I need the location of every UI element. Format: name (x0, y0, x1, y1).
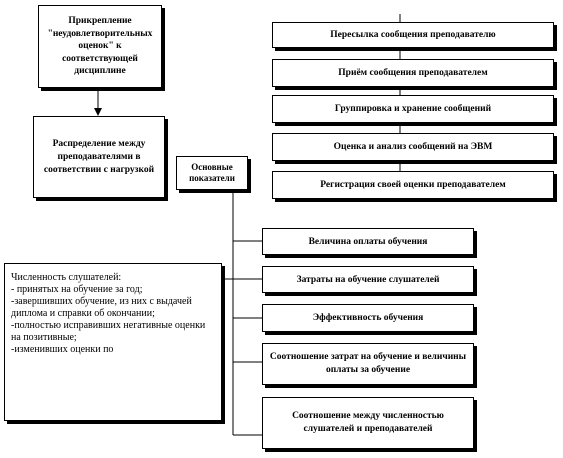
box-evaluate-analyze: Оценка и анализ сообщений на ЭВМ (272, 133, 554, 161)
box-student-count: Численность слушателей: - принятых на об… (4, 263, 222, 421)
box-forward-message: Пересылка сообщения преподавателю (272, 22, 554, 48)
box-training-costs: Затраты на обучение слушателей (262, 266, 474, 293)
box-main-indicators: Основные показатели (176, 156, 248, 190)
box-student-teacher-ratio: Соотношение между численностью слушателе… (262, 397, 474, 449)
arrow-head-icon (94, 108, 102, 116)
box-attach-ratings: Прикрепление "неудовлетворительных оцено… (38, 5, 162, 88)
box-distribute: Распределение между преподавателями в со… (33, 116, 165, 198)
box-group-store: Группировка и хранение сообщений (272, 95, 554, 123)
student-count-line: -полностью исправивших негативные оценки… (11, 320, 206, 343)
student-count-title: Численность слушателей: (11, 272, 122, 283)
box-pay-amount: Величина оплаты обучения (262, 228, 474, 255)
box-efficiency: Эффективность обучения (262, 304, 474, 332)
student-count-line: - принятых на обучение за год; (11, 284, 143, 295)
box-cost-pay-ratio: Соотношение затрат на обучение и величин… (262, 343, 474, 385)
box-receive-message: Приём сообщения преподавателем (272, 59, 554, 87)
box-register-grade: Регистрация своей оценки преподавателем (272, 171, 554, 199)
student-count-line: -завершивших обучение, из них с выдачей … (11, 296, 192, 319)
student-count-text: Численность слушателей: - принятых на об… (11, 272, 215, 356)
student-count-line: -изменивших оценки по (11, 344, 114, 355)
